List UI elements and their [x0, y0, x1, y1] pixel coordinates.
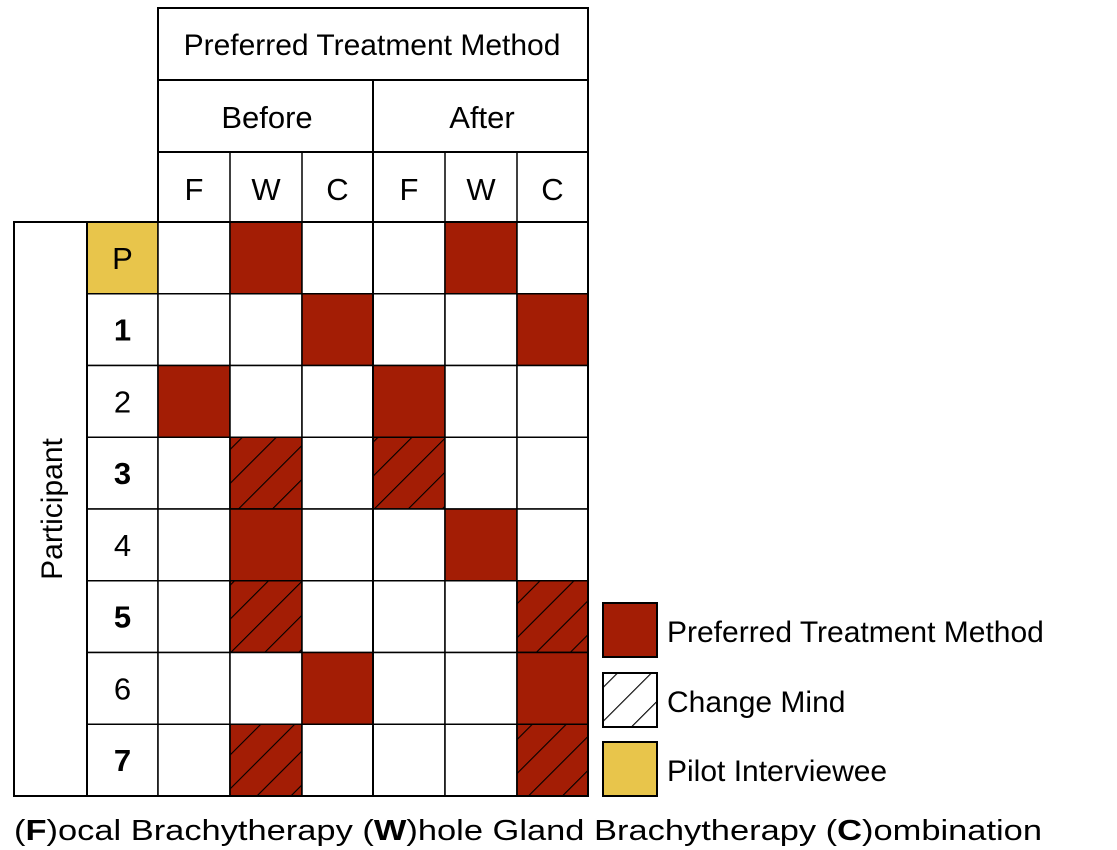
change-mind-hatch — [229, 723, 303, 797]
empty-cell — [157, 651, 231, 725]
column-label: F — [185, 172, 204, 207]
row-label-cell — [86, 723, 159, 797]
change-mind-hatch — [372, 436, 446, 510]
preferred-cell — [516, 651, 589, 725]
preferred-cell — [444, 508, 518, 582]
footer-part: ( — [14, 815, 26, 847]
legend-preferred-label: Preferred Treatment Method — [667, 616, 1044, 649]
empty-cell — [372, 293, 446, 367]
legend-swatch-pilot — [602, 741, 658, 797]
header-after: After — [449, 100, 514, 135]
empty-cell — [157, 580, 231, 654]
preferred-cell — [301, 293, 374, 367]
empty-cell — [157, 436, 231, 510]
footer-abbreviations: (F)ocal Brachytherapy (W)hole Gland Brac… — [14, 815, 1042, 847]
empty-cell — [301, 221, 374, 295]
footer-part: )hole Gland Brachytherapy ( — [406, 815, 837, 847]
column-label: F — [400, 172, 419, 207]
empty-cell — [516, 508, 589, 582]
row-label: 4 — [114, 528, 131, 563]
header-title: Preferred Treatment Method — [184, 29, 561, 62]
row-label: 1 — [114, 313, 131, 348]
change-mind-hatch — [516, 580, 589, 654]
row-label: P — [112, 241, 133, 276]
legend-change-label: Change Mind — [667, 686, 845, 719]
preferred-cell — [229, 221, 303, 295]
empty-cell — [301, 508, 374, 582]
row-label: 7 — [114, 743, 131, 778]
legend-swatch-change — [602, 672, 658, 728]
empty-cell — [372, 723, 446, 797]
change-mind-hatch — [229, 436, 303, 510]
empty-cell — [444, 580, 518, 654]
legend-swatch-preferred — [602, 602, 658, 658]
footer-part: W — [374, 815, 407, 847]
preferred-cell — [444, 221, 518, 295]
row-label-cell — [86, 436, 159, 510]
empty-cell — [444, 364, 518, 438]
preferred-cell — [516, 293, 589, 367]
empty-cell — [444, 436, 518, 510]
empty-cell — [301, 580, 374, 654]
empty-cell — [157, 293, 231, 367]
row-label-cell — [86, 580, 159, 654]
empty-cell — [157, 221, 231, 295]
empty-cell — [444, 723, 518, 797]
empty-cell — [157, 723, 231, 797]
preferred-cell — [372, 364, 446, 438]
legend-pilot-label: Pilot Interviewee — [667, 755, 887, 788]
preferred-cell — [157, 364, 231, 438]
change-mind-hatch — [516, 723, 589, 797]
empty-cell — [301, 436, 374, 510]
row-label: 3 — [114, 456, 131, 491]
row-label: 5 — [114, 600, 131, 635]
header-before: Before — [221, 100, 312, 135]
preferred-cell — [301, 651, 374, 725]
empty-cell — [444, 293, 518, 367]
empty-cell — [516, 221, 589, 295]
column-label: W — [466, 172, 496, 207]
participant-grid: P 1 2 3 4 5 6 7 — [86, 221, 589, 797]
empty-cell — [229, 651, 303, 725]
footer-part: F — [25, 815, 46, 847]
column-label: W — [251, 172, 281, 207]
participant-label: Participant — [36, 437, 69, 579]
footer-part: )ombination — [862, 815, 1042, 847]
empty-cell — [516, 436, 589, 510]
empty-cell — [301, 364, 374, 438]
empty-cell — [516, 364, 589, 438]
empty-cell — [301, 723, 374, 797]
empty-cell — [229, 364, 303, 438]
row-label: 6 — [114, 671, 131, 706]
empty-cell — [444, 651, 518, 725]
empty-cell — [372, 580, 446, 654]
change-mind-hatch — [229, 580, 303, 654]
preferred-cell — [229, 508, 303, 582]
row-label: 2 — [114, 384, 131, 419]
empty-cell — [372, 651, 446, 725]
empty-cell — [157, 508, 231, 582]
empty-cell — [372, 508, 446, 582]
footer-part: )ocal Brachytherapy ( — [47, 815, 375, 847]
empty-cell — [229, 293, 303, 367]
column-label: C — [326, 172, 348, 207]
grid-frame — [86, 221, 589, 797]
column-label: C — [541, 172, 563, 207]
empty-cell — [372, 221, 446, 295]
footer-part: C — [837, 815, 862, 847]
